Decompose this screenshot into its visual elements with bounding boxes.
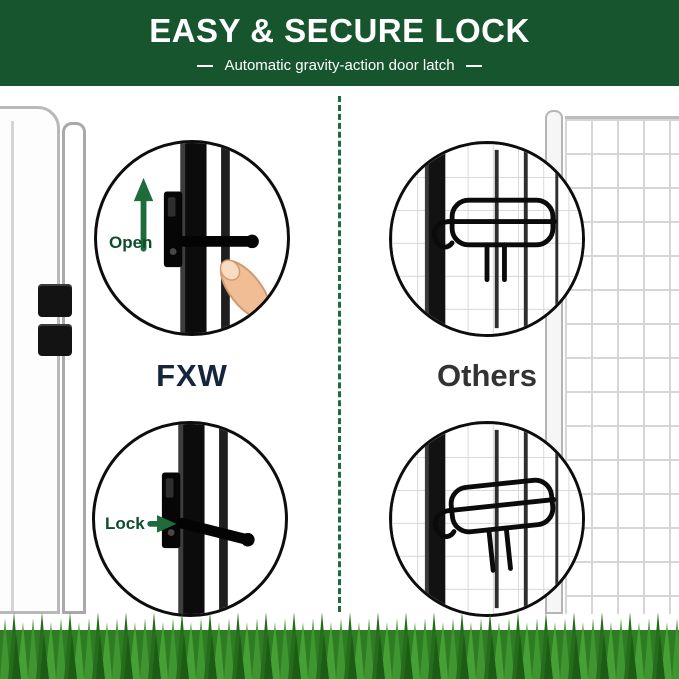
latch-handle-open — [178, 234, 259, 249]
subheadline-text: Automatic gravity-action door latch — [224, 57, 455, 74]
gate-post — [62, 122, 86, 614]
subtitle-dash-right — [465, 64, 482, 67]
open-label: Open — [109, 233, 153, 252]
hinge-block-bottom — [38, 323, 72, 356]
callout-others-top — [389, 141, 585, 337]
brand-label-fxw: FXW — [156, 358, 228, 393]
gate-hinge — [38, 284, 72, 356]
subheadline: Automatic gravity-action door latch — [197, 57, 482, 74]
finger-icon — [219, 259, 272, 321]
fxw-lock-latch-illustration — [147, 424, 255, 614]
callout-others-bottom — [389, 421, 585, 617]
brand-label-others: Others — [437, 358, 537, 393]
dashed-divider — [338, 96, 341, 612]
up-arrow-icon — [133, 177, 154, 252]
wire-latch-icon — [432, 477, 557, 573]
fxw-open-latch-illustration — [133, 143, 272, 333]
header-banner: EASY & SECURE LOCK Automatic gravity-act… — [0, 0, 679, 86]
right-arrow-icon — [147, 515, 177, 533]
others-latch-illustration-top — [392, 144, 582, 334]
others-latch-illustration-bottom — [392, 424, 582, 614]
lock-label: Lock — [105, 514, 145, 533]
wire-latch-icon — [431, 197, 558, 283]
fence-bar — [11, 121, 14, 611]
hinge-block-top — [38, 284, 72, 317]
fence-panel-left — [0, 106, 60, 614]
callout-fxw-open: Open — [94, 140, 290, 336]
callout-fxw-lock: Lock — [92, 421, 288, 617]
latch-handle-locked — [176, 517, 255, 547]
subtitle-dash-left — [197, 64, 214, 67]
headline: EASY & SECURE LOCK — [149, 12, 530, 49]
grass-strip — [0, 612, 679, 679]
